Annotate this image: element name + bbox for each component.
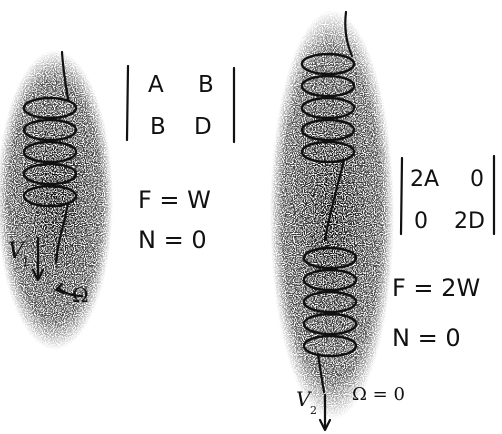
left-matrix-a12: B (198, 72, 214, 98)
left-wake-shading (0, 50, 113, 350)
right-matrix-a11: 2A (410, 167, 439, 192)
left-omega-label: Ω (72, 283, 89, 307)
left-equation-force: F = W (138, 186, 211, 214)
left-matrix-bar-left (125, 64, 130, 142)
left-helix (22, 50, 78, 264)
left-matrix-a22: D (194, 114, 212, 140)
left-matrix-a21: B (150, 114, 166, 140)
right-matrix: 2A 0 0 2D (399, 154, 496, 236)
left-velocity-label: V (8, 239, 26, 264)
right-equation-moment: N = 0 (392, 324, 461, 352)
right-matrix-a21: 0 (414, 209, 428, 234)
left-matrix-a11: A (148, 72, 164, 98)
right-equation-force: F = 2W (392, 274, 480, 302)
left-rotation-arrow (54, 282, 84, 298)
left-velocity-arrow (31, 236, 45, 282)
right-matrix-bar-left (399, 156, 404, 236)
right-wake-shading (270, 10, 394, 420)
left-matrix: A B B D (125, 64, 236, 144)
right-velocity-subscript: 2 (310, 404, 317, 417)
right-matrix-a12: 0 (470, 167, 484, 192)
left-equation-moment: N = 0 (138, 226, 207, 254)
left-velocity-subscript: 1 (22, 255, 30, 269)
right-velocity-arrow (318, 393, 332, 432)
right-omega-label: Ω = 0 (352, 384, 405, 405)
right-helix (300, 10, 358, 394)
right-velocity-label: V (296, 387, 313, 411)
right-matrix-a22: 2D (454, 209, 485, 234)
